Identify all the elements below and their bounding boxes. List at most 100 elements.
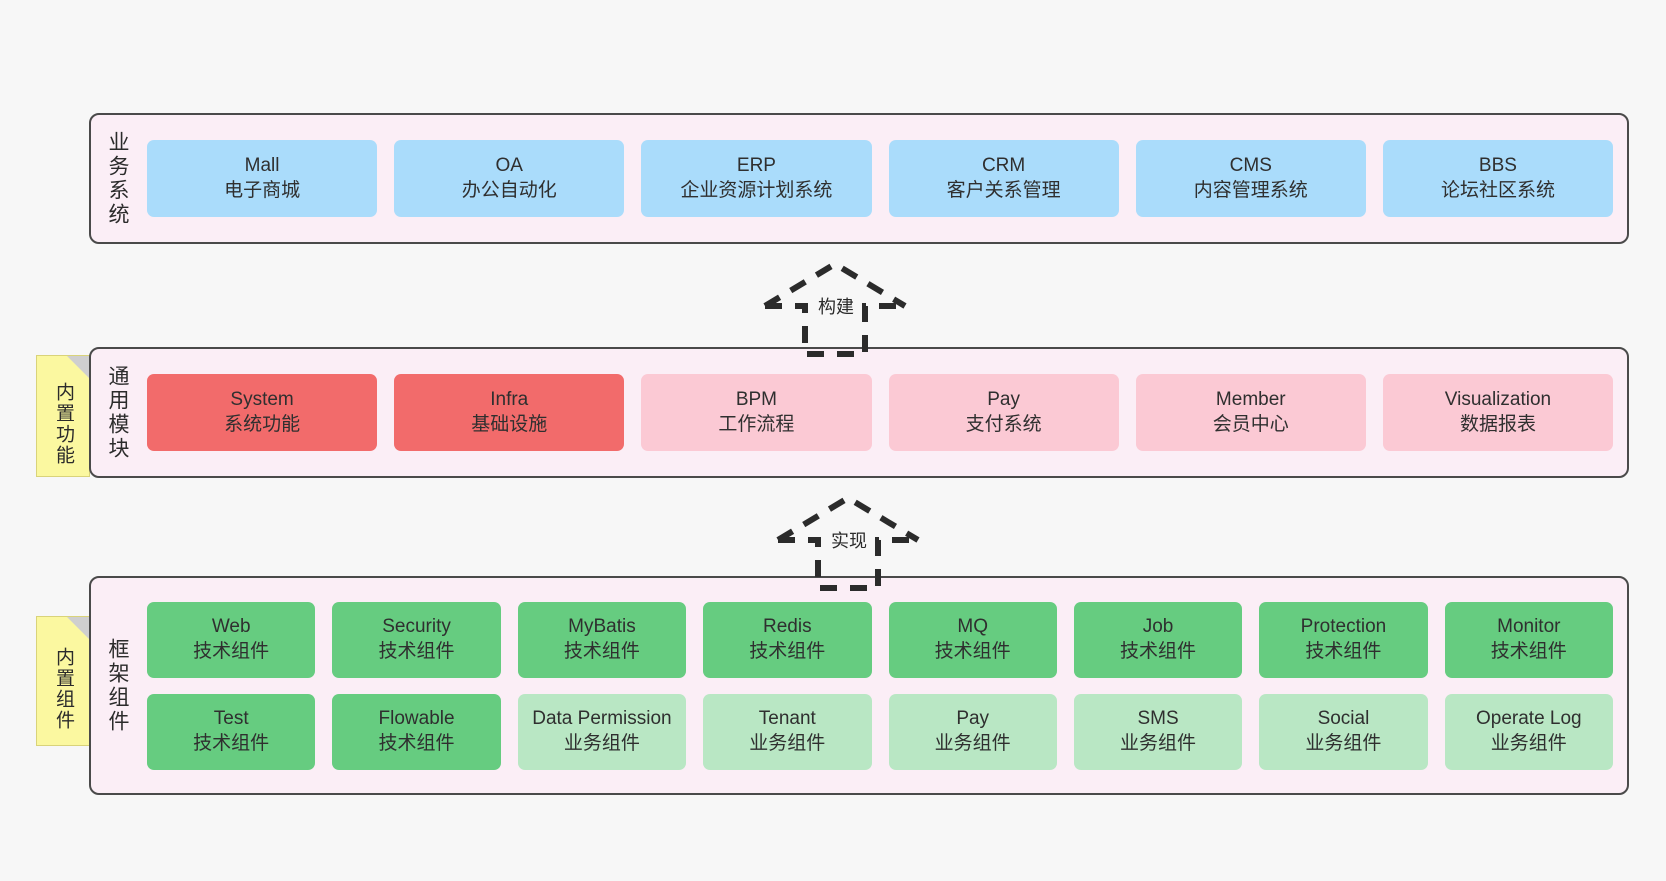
card-redis[interactable]: Redis 技术组件 bbox=[703, 601, 872, 678]
card-subtitle: 技术组件 bbox=[749, 640, 826, 662]
card-subtitle: 业务组件 bbox=[563, 732, 640, 754]
arrow-implement-label: 实现 bbox=[831, 531, 867, 551]
layer-body-framework-component: Web 技术组件 Security 技术组件 MyBatis 技术组件 Redi… bbox=[143, 578, 1627, 793]
arrow-implement-icon bbox=[776, 494, 920, 591]
card-subtitle: 技术组件 bbox=[193, 640, 270, 662]
note-fold-icon bbox=[67, 356, 89, 378]
card-subtitle: 内容管理系统 bbox=[1193, 179, 1308, 201]
card-title: Job bbox=[1142, 616, 1174, 638]
card-title: Test bbox=[213, 708, 249, 730]
card-subtitle: 技术组件 bbox=[1490, 640, 1567, 662]
card-mq[interactable]: MQ 技术组件 bbox=[888, 601, 1057, 678]
card-title: BBS bbox=[1478, 155, 1517, 177]
card-subtitle: 客户关系管理 bbox=[946, 179, 1061, 201]
card-crm[interactable]: CRM 客户关系管理 bbox=[888, 140, 1119, 217]
card-security[interactable]: Security 技术组件 bbox=[332, 601, 501, 678]
card-test[interactable]: Test 技术组件 bbox=[147, 693, 316, 770]
card-sms[interactable]: SMS 业务组件 bbox=[1073, 693, 1243, 770]
card-subtitle: 技术组件 bbox=[934, 640, 1011, 662]
card-flowable[interactable]: Flowable 技术组件 bbox=[332, 693, 501, 770]
layer-business-system: 业务系统 Mall 电子商城 OA 办公自动化 ERP 企业资源计划系统 CRM… bbox=[89, 113, 1629, 244]
card-oa[interactable]: OA 办公自动化 bbox=[394, 140, 625, 217]
card-title: CRM bbox=[981, 155, 1026, 177]
note-builtin-component: 内置组件 bbox=[36, 616, 90, 746]
note-fold-icon bbox=[67, 617, 89, 639]
card-title: Infra bbox=[490, 389, 529, 411]
card-monitor[interactable]: Monitor 技术组件 bbox=[1444, 601, 1613, 678]
card-operate-log[interactable]: Operate Log 业务组件 bbox=[1444, 693, 1613, 770]
card-subtitle: 系统功能 bbox=[224, 413, 301, 435]
note-builtin-function: 内置功能 bbox=[36, 355, 90, 477]
card-infra[interactable]: Infra 基础设施 bbox=[394, 374, 625, 451]
card-erp[interactable]: ERP 企业资源计划系统 bbox=[641, 140, 872, 217]
arrow-build-icon bbox=[763, 260, 907, 357]
card-title: Operate Log bbox=[1475, 708, 1582, 730]
card-title: Visualization bbox=[1444, 389, 1552, 411]
card-title: MyBatis bbox=[568, 616, 636, 638]
card-title: Protection bbox=[1300, 616, 1387, 638]
card-cms[interactable]: CMS 内容管理系统 bbox=[1135, 140, 1366, 217]
card-title: Pay bbox=[956, 708, 990, 730]
layer-body-business-system: Mall 电子商城 OA 办公自动化 ERP 企业资源计划系统 CRM 客户关系… bbox=[143, 115, 1627, 242]
arrow-build-label: 构建 bbox=[818, 297, 854, 317]
card-row: System 系统功能 Infra 基础设施 BPM 工作流程 Pay 支付系统… bbox=[147, 374, 1614, 451]
card-row: Test 技术组件 Flowable 技术组件 Data Permission … bbox=[147, 693, 1613, 770]
card-subtitle: 业务组件 bbox=[1120, 732, 1197, 754]
layer-body-common-module: System 系统功能 Infra 基础设施 BPM 工作流程 Pay 支付系统… bbox=[143, 349, 1627, 476]
card-pay-component[interactable]: Pay 业务组件 bbox=[888, 693, 1057, 770]
card-social[interactable]: Social 业务组件 bbox=[1259, 693, 1428, 770]
card-title: Web bbox=[211, 616, 251, 638]
card-title: CMS bbox=[1229, 155, 1272, 177]
card-subtitle: 业务组件 bbox=[934, 732, 1011, 754]
card-subtitle: 论坛社区系统 bbox=[1440, 179, 1555, 201]
card-pay[interactable]: Pay 支付系统 bbox=[888, 374, 1119, 451]
card-title: Mall bbox=[244, 155, 280, 177]
layer-framework-component: 框架组件 Web 技术组件 Security 技术组件 MyBatis 技术组件… bbox=[89, 576, 1629, 795]
card-subtitle: 技术组件 bbox=[563, 640, 640, 662]
note-label: 内置组件 bbox=[52, 647, 74, 731]
card-subtitle: 支付系统 bbox=[965, 413, 1042, 435]
arrow-build: 构建 bbox=[755, 258, 915, 358]
card-title: Data Permission bbox=[532, 708, 672, 730]
card-subtitle: 基础设施 bbox=[471, 413, 548, 435]
card-system[interactable]: System 系统功能 bbox=[147, 374, 378, 451]
arrow-implement: 实现 bbox=[768, 492, 928, 592]
card-subtitle: 技术组件 bbox=[1120, 640, 1197, 662]
card-subtitle: 技术组件 bbox=[378, 640, 455, 662]
card-tenant[interactable]: Tenant 业务组件 bbox=[703, 693, 872, 770]
card-row: Web 技术组件 Security 技术组件 MyBatis 技术组件 Redi… bbox=[147, 601, 1613, 678]
card-subtitle: 电子商城 bbox=[224, 179, 301, 201]
card-data-permission[interactable]: Data Permission 业务组件 bbox=[517, 693, 687, 770]
layer-common-module: 通用模块 System 系统功能 Infra 基础设施 BPM 工作流程 Pay… bbox=[89, 347, 1629, 478]
card-bbs[interactable]: BBS 论坛社区系统 bbox=[1382, 140, 1614, 217]
card-web[interactable]: Web 技术组件 bbox=[147, 601, 316, 678]
card-subtitle: 数据报表 bbox=[1459, 413, 1536, 435]
card-title: Monitor bbox=[1497, 616, 1561, 638]
card-subtitle: 技术组件 bbox=[1305, 640, 1382, 662]
card-title: System bbox=[230, 389, 294, 411]
card-title: Member bbox=[1215, 389, 1286, 411]
note-label: 内置功能 bbox=[52, 382, 74, 466]
card-subtitle: 工作流程 bbox=[718, 413, 795, 435]
card-row: Mall 电子商城 OA 办公自动化 ERP 企业资源计划系统 CRM 客户关系… bbox=[147, 140, 1614, 217]
card-protection[interactable]: Protection 技术组件 bbox=[1259, 601, 1428, 678]
card-title: Security bbox=[382, 616, 451, 638]
card-visualization[interactable]: Visualization 数据报表 bbox=[1382, 374, 1614, 451]
card-title: Redis bbox=[763, 616, 812, 638]
layer-title-framework-component: 框架组件 bbox=[106, 637, 130, 734]
card-mybatis[interactable]: MyBatis 技术组件 bbox=[517, 601, 687, 678]
card-mall[interactable]: Mall 电子商城 bbox=[147, 140, 378, 217]
card-subtitle: 企业资源计划系统 bbox=[680, 179, 833, 201]
card-title: Flowable bbox=[378, 708, 455, 730]
layer-title-common-module: 通用模块 bbox=[106, 364, 130, 461]
card-title: Pay bbox=[987, 389, 1020, 411]
layer-title-business-system: 业务系统 bbox=[106, 130, 130, 227]
card-bpm[interactable]: BPM 工作流程 bbox=[641, 374, 872, 451]
card-title: OA bbox=[495, 155, 523, 177]
card-title: MQ bbox=[957, 616, 988, 638]
card-job[interactable]: Job 技术组件 bbox=[1073, 601, 1243, 678]
card-subtitle: 办公自动化 bbox=[461, 179, 557, 201]
card-member[interactable]: Member 会员中心 bbox=[1135, 374, 1366, 451]
card-subtitle: 业务组件 bbox=[749, 732, 826, 754]
card-subtitle: 技术组件 bbox=[378, 732, 455, 754]
